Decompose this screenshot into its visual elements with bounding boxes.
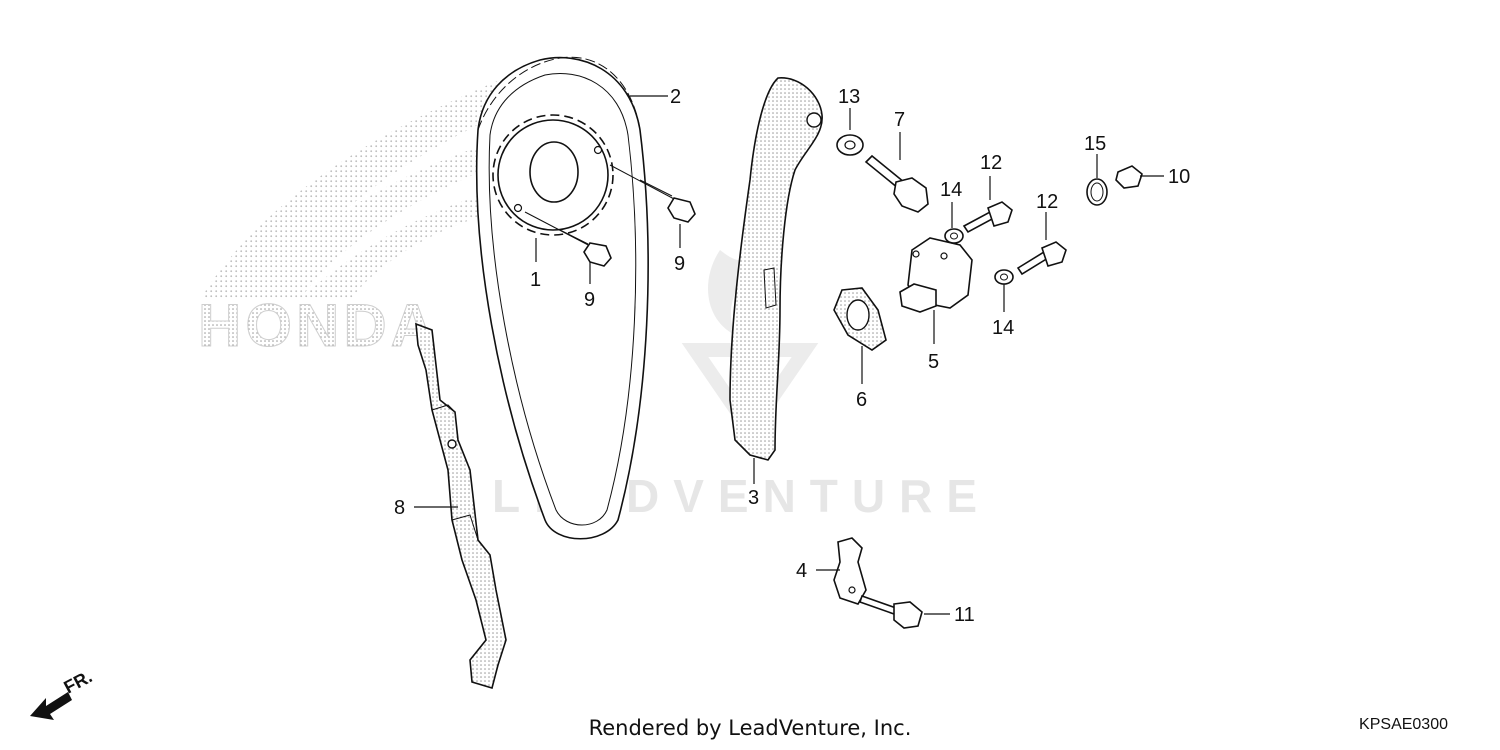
callout-7: 7 bbox=[894, 109, 905, 131]
callout-9-upper: 9 bbox=[674, 253, 685, 275]
front-direction-arrow: FR. bbox=[30, 666, 95, 720]
callout-3: 3 bbox=[748, 487, 759, 509]
sealing-bolt bbox=[1115, 165, 1143, 189]
callout-2: 2 bbox=[670, 86, 681, 108]
cam-sprocket bbox=[492, 114, 614, 236]
callout-12-upper: 12 bbox=[980, 152, 1002, 174]
honda-logo-text: HONDA bbox=[198, 292, 438, 359]
washer-13 bbox=[836, 134, 864, 156]
tensioner-lifter bbox=[899, 237, 973, 313]
callout-5: 5 bbox=[928, 351, 939, 373]
leader-lines bbox=[414, 95, 1164, 615]
callout-14-upper: 14 bbox=[940, 179, 962, 201]
honda-wing-logo: HONDA bbox=[198, 80, 520, 360]
callout-15: 15 bbox=[1084, 133, 1106, 155]
callout-8: 8 bbox=[394, 497, 405, 519]
tensioner-arm bbox=[729, 77, 823, 461]
callout-11: 11 bbox=[954, 604, 975, 626]
washer-14-upper bbox=[944, 228, 964, 244]
callout-12-lower: 12 bbox=[1036, 191, 1058, 213]
lifter-bolt-lower bbox=[1016, 241, 1067, 276]
callout-1: 1 bbox=[530, 269, 541, 291]
rendered-by-credit: Rendered by LeadVenture, Inc. bbox=[588, 716, 912, 740]
gasket bbox=[833, 287, 887, 351]
flange-bolt bbox=[858, 594, 923, 629]
pivot-bolt bbox=[864, 154, 929, 213]
washer-14-lower bbox=[994, 269, 1014, 285]
callout-labels: 2 1 3 4 5 6 7 8 9 9 10 11 12 12 13 14 14… bbox=[394, 86, 1190, 626]
sprocket-bolt-lower bbox=[524, 211, 612, 267]
lifter-bolt-upper bbox=[962, 201, 1013, 234]
callout-14-lower: 14 bbox=[992, 317, 1014, 339]
callout-13: 13 bbox=[838, 86, 860, 108]
bracket bbox=[833, 537, 867, 605]
callout-6: 6 bbox=[856, 389, 867, 411]
sprocket-bolt-upper bbox=[609, 164, 696, 223]
callout-9-lower: 9 bbox=[584, 289, 595, 311]
diagram-code: KPSAE0300 bbox=[1359, 716, 1448, 733]
callout-10: 10 bbox=[1168, 166, 1190, 188]
callout-4: 4 bbox=[796, 560, 807, 582]
o-ring bbox=[1086, 178, 1108, 206]
chain-guide bbox=[415, 322, 507, 690]
front-direction-label: FR. bbox=[60, 666, 95, 697]
